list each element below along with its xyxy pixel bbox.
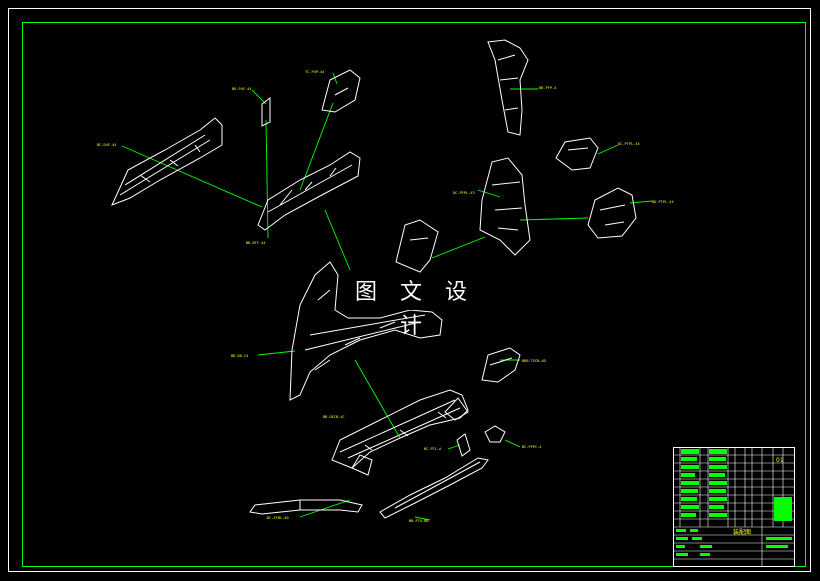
leader-lines	[121, 72, 653, 521]
callout-tag-g: DC-PTPL-44	[618, 142, 640, 146]
part-end-bracket	[484, 425, 506, 443]
callout-tag-o: BB-PTA-BB	[409, 519, 428, 523]
callout-tag-j: BBB-TECB-4D	[522, 359, 546, 363]
part-b-pillar-upper	[487, 39, 529, 136]
title-block-mark: 01	[776, 457, 784, 464]
callout-tags: BC-D4F-44BO-P4F-44TC-P4P-44BB-BTF-44BB-P…	[97, 70, 674, 523]
part-lower-rail-left	[249, 499, 363, 515]
callout-tag-k: BB-DECB-4C	[323, 415, 345, 419]
part-c-pillar	[395, 219, 439, 273]
callout-tag-a: BC-D4F-44	[97, 143, 116, 147]
part-rear-floor-crossmember	[331, 389, 469, 476]
callout-tag-m: BC-PFPC-4	[522, 445, 541, 449]
part-top-bracket	[321, 69, 361, 113]
callout-tag-h: BO-PTPL-44	[652, 200, 674, 204]
part-wheel-arch-bracket	[555, 137, 599, 171]
title-block-fills	[676, 449, 792, 556]
part-b-pillar-lower	[479, 157, 531, 256]
callout-tag-i: BD-D0-C4	[231, 354, 248, 358]
callout-tag-d: BB-BTF-44	[246, 241, 265, 245]
parts	[111, 39, 637, 519]
part-lower-rail-right	[379, 457, 489, 519]
callout-tag-f: DC-PFPL-43	[453, 191, 475, 195]
part-small-bracket	[261, 97, 271, 127]
inner-frame	[22, 22, 806, 567]
part-small-rear-bracket	[481, 347, 521, 383]
callout-tag-n: BC-EFBL-40	[267, 516, 289, 520]
callout-tag-c: TC-P4P-44	[305, 70, 324, 74]
part-small-plate	[456, 433, 471, 457]
part-rear-body-frame	[289, 261, 443, 401]
title-block: 装配图 01	[673, 447, 795, 567]
title-block-header: 装配图	[733, 528, 751, 536]
outer-frame	[8, 8, 811, 572]
callout-tag-b: BO-P4F-44	[232, 87, 251, 91]
part-mid-rail	[257, 151, 361, 231]
watermark-label: 图 文 设 计	[340, 276, 490, 339]
part-rear-gusset	[587, 187, 637, 239]
part-side-rail-left	[111, 117, 223, 206]
callout-tag-e: BB-PFP-4	[539, 86, 556, 90]
callout-tag-l: BC-PTL-A	[424, 447, 442, 451]
